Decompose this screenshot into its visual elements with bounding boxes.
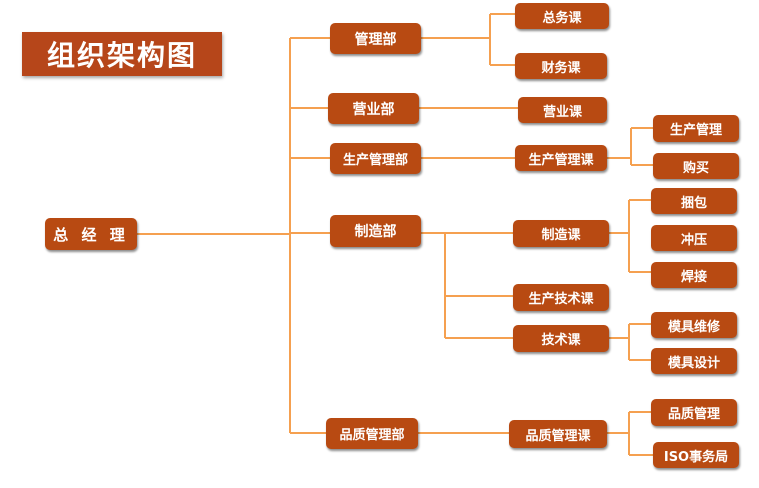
- node-section-production-tech: 生产技术课: [513, 284, 609, 311]
- node-item-quality-mgmt: 品质管理: [651, 399, 737, 426]
- node-section-technology: 技术课: [513, 325, 609, 352]
- node-item-mold-repair: 模具维修: [651, 312, 737, 338]
- node-item-purchasing: 购买: [653, 153, 739, 179]
- node-item-mold-design: 模具设计: [651, 348, 737, 374]
- node-item-stamping: 冲压: [651, 225, 737, 251]
- node-item-iso-office: ISO事务局: [653, 442, 739, 468]
- node-section-manufacturing: 制造课: [513, 220, 609, 247]
- diagram-title: 组织架构图: [22, 32, 222, 76]
- node-item-packing: 捆包: [651, 188, 737, 214]
- node-section-sales: 营业课: [518, 97, 607, 123]
- node-section-quality-mgmt: 品质管理课: [509, 420, 607, 448]
- node-dept-manufacturing: 制造部: [330, 215, 421, 247]
- node-item-welding: 焊接: [651, 262, 737, 288]
- node-item-production-mgmt: 生产管理: [653, 115, 739, 142]
- node-section-production-mgmt: 生产管理课: [515, 145, 607, 171]
- node-dept-production-mgmt: 生产管理部: [330, 143, 421, 174]
- node-general-manager: 总 经 理: [45, 218, 137, 250]
- node-section-general-affairs: 总务课: [515, 3, 609, 29]
- node-dept-quality: 品质管理部: [326, 418, 418, 449]
- node-dept-management: 管理部: [330, 23, 421, 54]
- node-dept-sales: 营业部: [328, 93, 419, 124]
- node-section-finance: 财务课: [515, 53, 607, 79]
